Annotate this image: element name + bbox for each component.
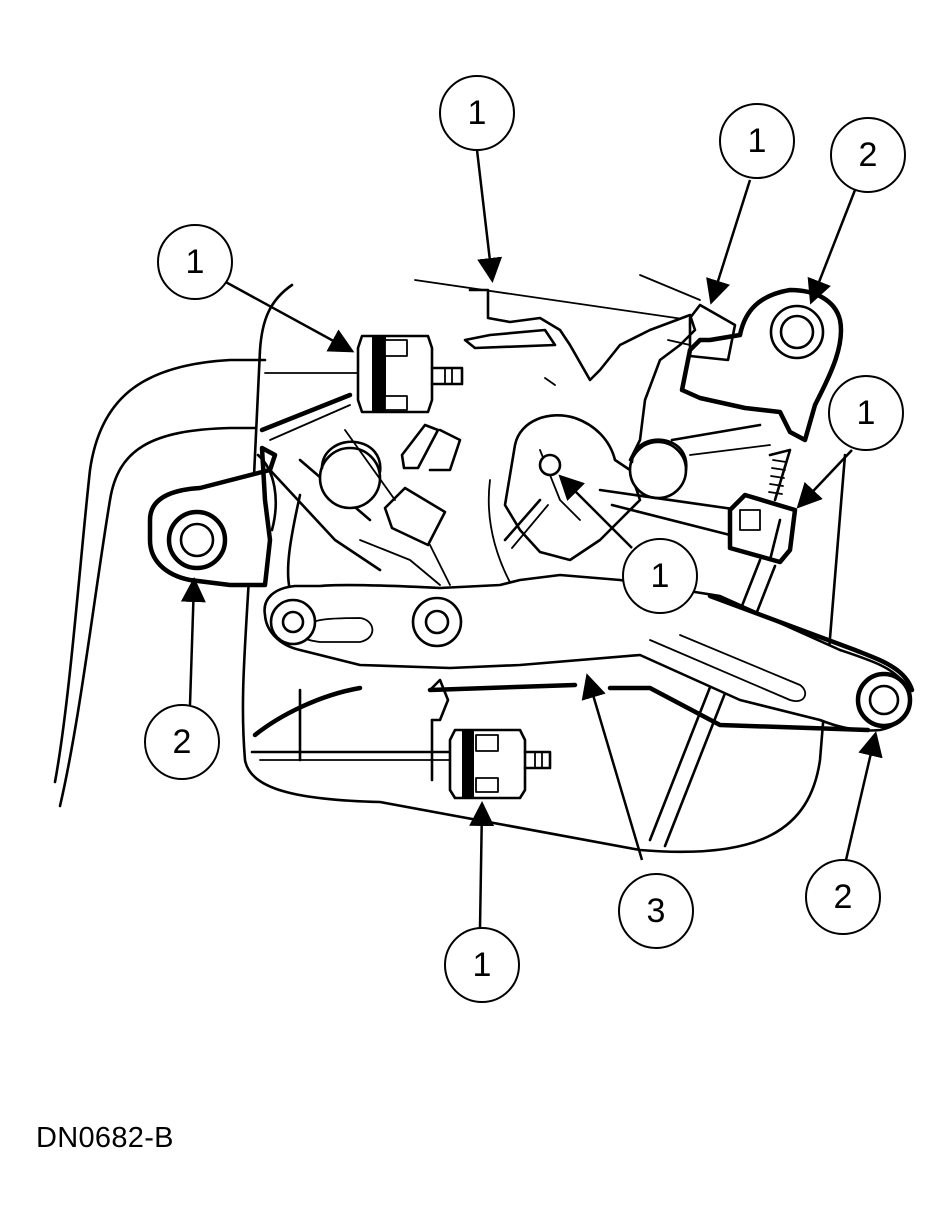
- callout-label: 1: [468, 94, 487, 132]
- callout-upper-left: 1: [157, 224, 233, 300]
- callout-lower-right: 2: [805, 859, 881, 935]
- callout-label: 3: [647, 892, 666, 930]
- upper-right-pivot-bushing: [769, 304, 825, 360]
- callout-label: 2: [834, 878, 853, 916]
- callout-label: 1: [857, 394, 876, 432]
- lower-rod: [250, 678, 452, 782]
- callout-right-middle: 1: [828, 375, 904, 451]
- callout-upper-right-2: 2: [830, 117, 906, 193]
- callout-label: 2: [173, 723, 192, 761]
- callout-label: 1: [473, 946, 492, 984]
- callout-upper-center: 1: [439, 75, 515, 151]
- lower-right-pivot-bushing: [855, 671, 913, 729]
- left-pivot-bushing: [166, 509, 228, 571]
- lower-left-pivot-bushing-2: [411, 596, 463, 648]
- left-lever-mechanism: [259, 392, 462, 592]
- callout-center: 1: [622, 538, 698, 614]
- callout-label: 1: [748, 122, 767, 160]
- lower-cable-clip: [448, 728, 552, 800]
- callout-label: 1: [186, 243, 205, 281]
- callout-upper-right-1: 1: [719, 103, 795, 179]
- door-housing-outline: [53, 274, 847, 854]
- callout-label: 2: [859, 136, 878, 174]
- callout-left-middle: 2: [144, 704, 220, 780]
- center-pivot-pin: [538, 453, 562, 477]
- upper-cable-bracket: [463, 288, 697, 462]
- left-cable-clip: [356, 334, 464, 414]
- callout-lower-middle: 3: [618, 873, 694, 949]
- right-knob-assembly: [598, 423, 771, 537]
- figure-id-label: DN0682-B: [36, 1122, 174, 1154]
- leader-lines: [180, 149, 883, 929]
- right-cable-clip: [727, 448, 798, 565]
- linkage-arm: [263, 573, 915, 733]
- lower-left-pivot-bushing-1: [269, 598, 317, 646]
- callout-label: 1: [651, 557, 670, 595]
- callout-lower-center: 1: [444, 927, 520, 1003]
